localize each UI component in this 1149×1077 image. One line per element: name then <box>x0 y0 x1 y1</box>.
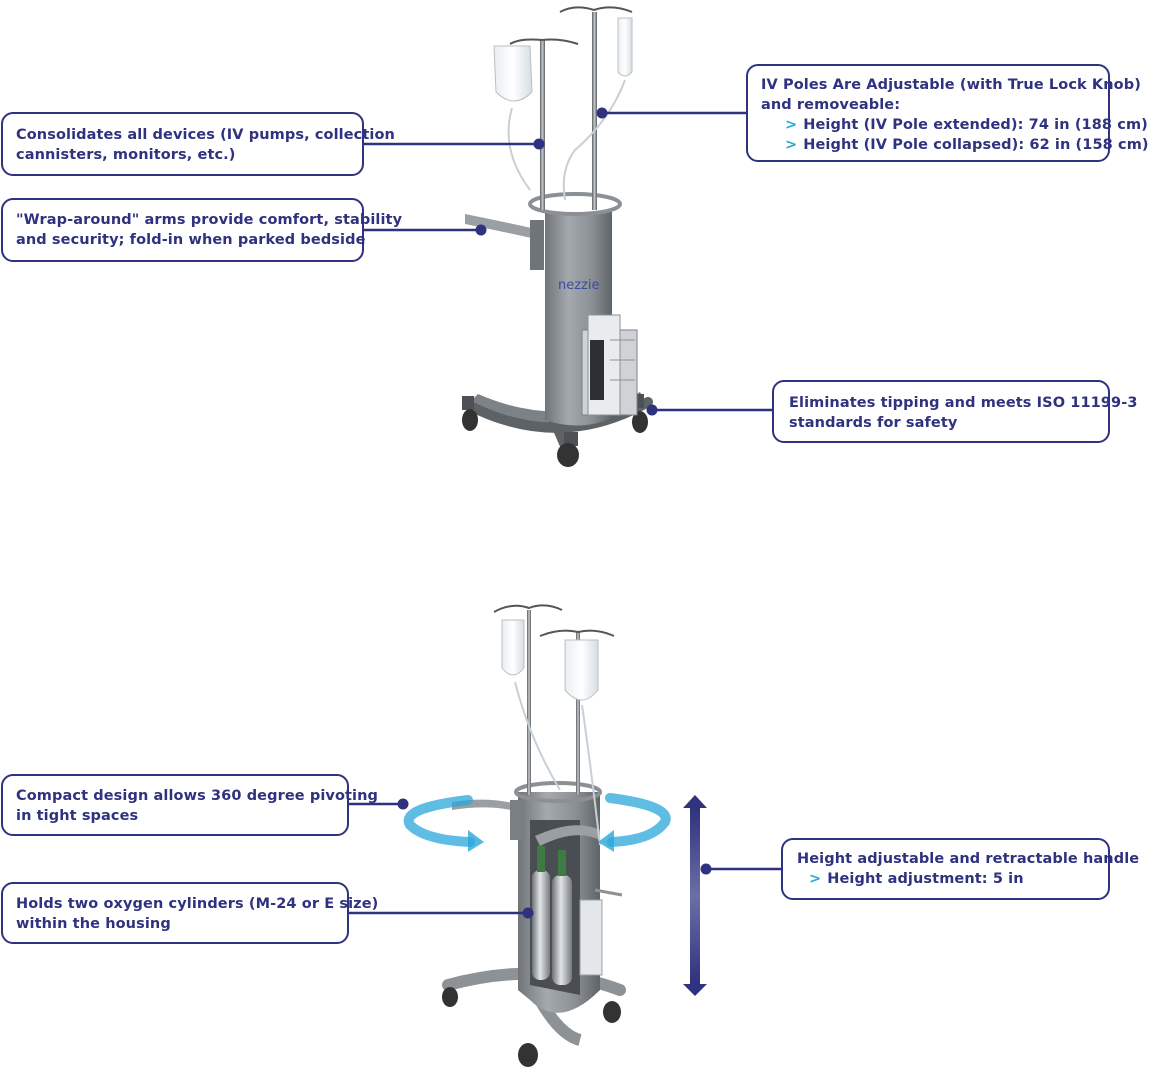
bottom-iv-pole-right <box>576 632 580 795</box>
height-adjust-arrow <box>683 795 707 996</box>
subitem-text: Height adjustment: 5 in <box>827 871 1024 887</box>
callout-subitem: > Height (IV Pole collapsed): 62 in (158 … <box>761 135 1149 155</box>
top-iv-pole-left <box>540 40 545 210</box>
callout-line: and security; fold-in when parked bedsid… <box>16 232 366 248</box>
nezzie-logo: nezzie <box>558 278 600 293</box>
callout-iv-poles-adjustable: IV Poles Are Adjustable (with True Lock … <box>746 64 1149 162</box>
top-tray-ring <box>528 192 622 216</box>
bottom-side-basket <box>579 888 623 976</box>
callout-line: Compact design allows 360 degree pivotin… <box>16 788 379 804</box>
bottom-wheel-right <box>603 1001 621 1023</box>
callout-line: IV Poles Are Adjustable (with True Lock … <box>761 77 1141 93</box>
bottom-iv-bag-right <box>564 639 599 701</box>
chevron-right-icon: > <box>785 137 798 153</box>
bottom-iv-bag-left <box>501 619 525 676</box>
callout-subitem: > Height (IV Pole extended): 74 in (188 c… <box>761 115 1148 135</box>
callout-height-adjustable-handle: Height adjustable and retractable handle… <box>781 838 1140 900</box>
callout-wraparound-arms: "Wrap-around" arms provide comfort, stab… <box>1 198 403 262</box>
callout-line: Height adjustable and retractable handle <box>797 851 1140 867</box>
rotation-arrows <box>403 793 671 852</box>
bottom-wheel-left <box>442 987 458 1007</box>
callout-line: cannisters, monitors, etc.) <box>16 147 236 163</box>
top-wraparound-arm <box>465 214 540 240</box>
top-connectors <box>364 107 773 416</box>
callout-eliminates-tipping: Eliminates tipping and meets ISO 11199-3… <box>772 380 1138 443</box>
top-iv-pole-right <box>592 12 597 210</box>
bottom-wheel-front <box>518 1043 538 1067</box>
callout-line: Eliminates tipping and meets ISO 11199-3 <box>789 395 1138 411</box>
top-wheel-front <box>557 432 579 467</box>
callout-line: Consolidates all devices (IV pumps, coll… <box>16 127 395 143</box>
callout-line: Holds two oxygen cylinders (M-24 or E si… <box>16 896 379 912</box>
callout-compact-design: Compact design allows 360 degree pivotin… <box>1 774 379 836</box>
top-cart: nezzie <box>462 6 653 467</box>
subitem-text: Height (IV Pole collapsed): 62 in (158 c… <box>803 137 1149 153</box>
top-iv-bag-right <box>617 17 633 77</box>
chevron-right-icon: > <box>785 117 798 133</box>
callout-line: standards for safety <box>789 415 958 431</box>
callout-line: "Wrap-around" arms provide comfort, stab… <box>16 212 403 228</box>
oxygen-cylinders <box>532 846 572 985</box>
subitem-text: Height (IV Pole extended): 74 in (188 cm… <box>803 117 1148 133</box>
product-illustration: nezzie <box>348 6 782 1067</box>
callout-line: within the housing <box>16 916 171 932</box>
callout-subitem: > Height adjustment: 5 in <box>797 869 1108 889</box>
callout-line: in tight spaces <box>16 808 139 824</box>
top-wheel-left <box>462 396 478 431</box>
bottom-cart <box>442 604 626 1067</box>
chevron-right-icon: > <box>809 871 822 887</box>
callout-oxygen-cylinders: Holds two oxygen cylinders (M-24 or E si… <box>1 882 379 944</box>
callout-consolidates-devices: Consolidates all devices (IV pumps, coll… <box>1 112 395 176</box>
bottom-connectors <box>348 798 782 919</box>
top-side-basket <box>581 314 638 416</box>
callout-line: and removeable: <box>761 97 901 113</box>
bottom-iv-pole-left <box>527 610 531 795</box>
top-iv-bag-left <box>493 45 533 102</box>
